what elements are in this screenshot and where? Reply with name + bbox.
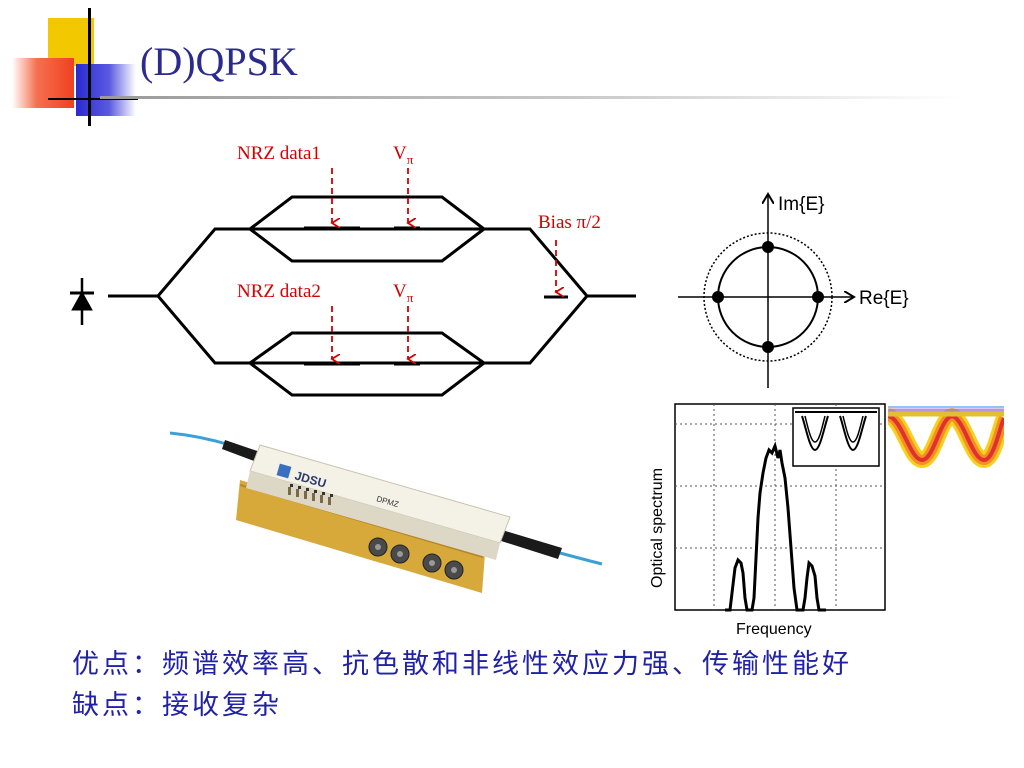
spectrum-xlabel: Frequency	[736, 621, 812, 638]
re-axis-label: Re{E}	[859, 288, 909, 309]
decor-vertical-line	[88, 8, 91, 126]
constellation-point-top	[762, 241, 774, 253]
disadvantages-text: 缺点：接收复杂	[72, 690, 282, 721]
jdsu-logo-icon	[276, 463, 292, 479]
constellation-point-bottom	[762, 341, 774, 353]
modulator-diagram	[70, 168, 636, 397]
label-nrz-data2: NRZ data2	[237, 281, 321, 302]
constellation-diagram: Im{E} Re{E}	[678, 188, 909, 388]
upper-inner-mz-bottom	[249, 227, 485, 263]
inset-eye-diagram	[792, 407, 880, 467]
label-vpi-bottom: Vπ	[393, 281, 414, 305]
outer-upper-arm	[156, 227, 589, 297]
spectrum-trace	[725, 441, 826, 612]
output-fiber	[559, 551, 603, 566]
label-nrz-data1: NRZ data1	[237, 143, 321, 164]
modulator-device-photo: JDSU DPMZ	[170, 431, 603, 593]
lower-inner-mz-top	[249, 331, 485, 365]
outer-lower-arm	[156, 295, 589, 365]
im-axis-label: Im{E}	[778, 194, 824, 215]
decor-red-block	[12, 58, 74, 108]
constellation-point-right	[812, 291, 824, 303]
title-divider	[100, 96, 960, 99]
color-eye-diagram	[888, 402, 1004, 482]
constellation-point-left	[712, 291, 724, 303]
spectrum-ylabel: Optical spectrum	[649, 468, 666, 588]
label-bias: Bias π/2	[538, 212, 601, 233]
advantages-text: 优点：频谱效率高、抗色散和非线性效应力强、传输性能好	[72, 649, 852, 680]
decor-blue-block	[76, 64, 136, 116]
decor-horizontal-line	[48, 98, 138, 100]
output-boot	[498, 530, 562, 559]
housing-side	[246, 471, 500, 560]
upper-inner-mz-top	[249, 195, 485, 231]
label-vpi-top: Vπ	[393, 143, 414, 167]
input-fiber	[170, 431, 231, 447]
optical-spectrum-plot: Optical spectrum Frequency	[649, 403, 886, 638]
laser-diode-icon	[70, 278, 94, 325]
lower-inner-mz-bottom	[249, 361, 485, 397]
page-title: (D)QPSK	[140, 39, 298, 84]
